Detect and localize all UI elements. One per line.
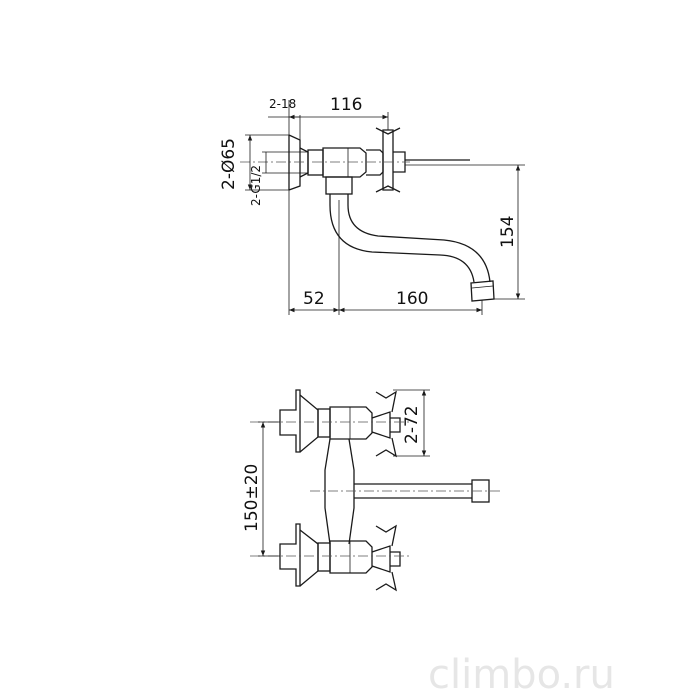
top-view (250, 389, 500, 592)
dim-2-18: 2-18 (269, 97, 296, 111)
side-dimensions: 2-18 116 2-Ø65 2-G1/2 154 52 160 (219, 95, 525, 315)
dim-2-72: 2-72 (402, 405, 422, 444)
dim-52: 52 (303, 289, 325, 309)
dim-154: 154 (498, 216, 518, 248)
top-body-upper (329, 406, 373, 440)
top-dimensions: 2-72 150±20 (242, 389, 430, 557)
top-spout (354, 483, 472, 499)
top-flange-upper (279, 389, 301, 453)
top-handle-lower (375, 524, 397, 592)
dim-2-g1-2: 2-G1/2 (249, 165, 263, 206)
side-flange (288, 134, 301, 191)
side-valve-head (366, 149, 384, 176)
side-nut (307, 149, 324, 176)
side-union (325, 176, 353, 195)
dim-2-phi65: 2-Ø65 (219, 138, 239, 190)
dim-150-20: 150±20 (242, 464, 262, 532)
top-handle-upper (375, 390, 397, 458)
top-flange-lower (279, 523, 301, 587)
side-body (322, 147, 367, 178)
dim-116: 116 (330, 95, 362, 115)
side-spout-outer (329, 194, 475, 283)
top-column (324, 438, 355, 545)
top-body-lower (329, 540, 373, 574)
watermark: climbo.ru (428, 652, 615, 698)
dim-160: 160 (396, 289, 428, 309)
side-handle-stem (382, 129, 394, 191)
side-aerator (470, 280, 495, 302)
side-view (240, 127, 495, 302)
side-spout-inner (347, 194, 491, 283)
